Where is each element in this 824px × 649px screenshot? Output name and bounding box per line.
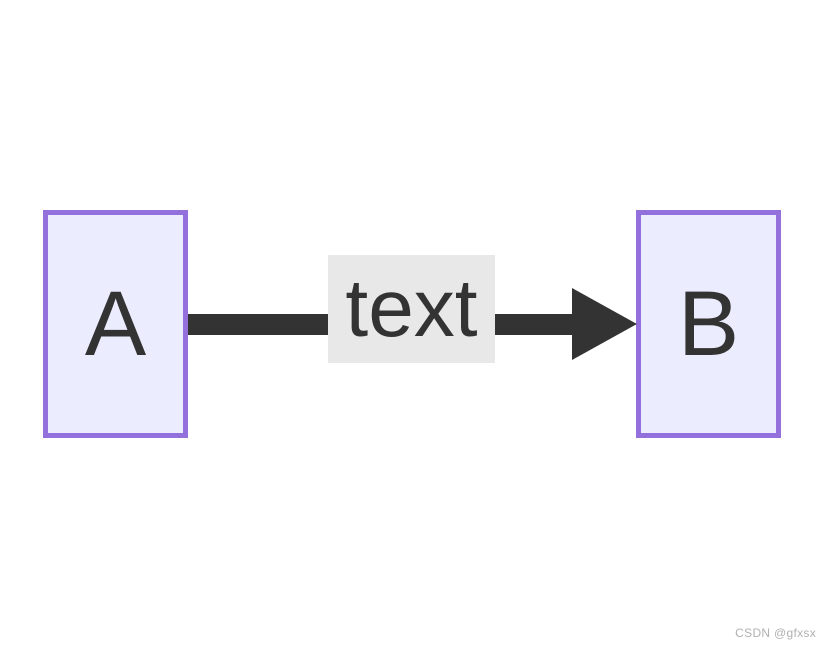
flowchart-node-b: B <box>636 210 781 438</box>
edge-label-text: text <box>345 263 478 354</box>
node-b-label: B <box>677 273 740 375</box>
edge-label: text <box>328 255 495 363</box>
node-a-label: A <box>84 273 147 375</box>
watermark: CSDN @gfxsx <box>735 626 816 640</box>
flowchart-node-a: A <box>43 210 188 438</box>
arrowhead-icon <box>572 288 637 360</box>
